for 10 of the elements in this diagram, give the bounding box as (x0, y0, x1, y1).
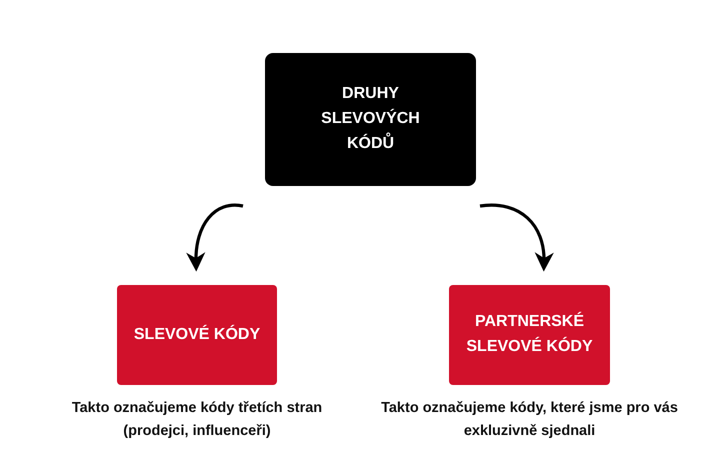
curved-arrow (480, 204, 554, 272)
title-box (449, 285, 610, 385)
box-label: PARTNERSKÉ SLEVOVÉ KÓDY (465, 310, 594, 357)
title-box (265, 53, 476, 186)
description-text: Takto označujeme kódy třetích stran (prodejci, influenceři) (70, 399, 324, 442)
description-text: Takto označujeme kódy, které jsme pro vás exkluzivně sjednali (380, 399, 679, 442)
box-label: DRUHY SLEVOVÝCH KÓDŮ (320, 84, 421, 154)
box-label: SLEVOVÉ KÓDY (134, 324, 260, 345)
curved-arrow (186, 204, 244, 272)
title-box (117, 285, 277, 385)
